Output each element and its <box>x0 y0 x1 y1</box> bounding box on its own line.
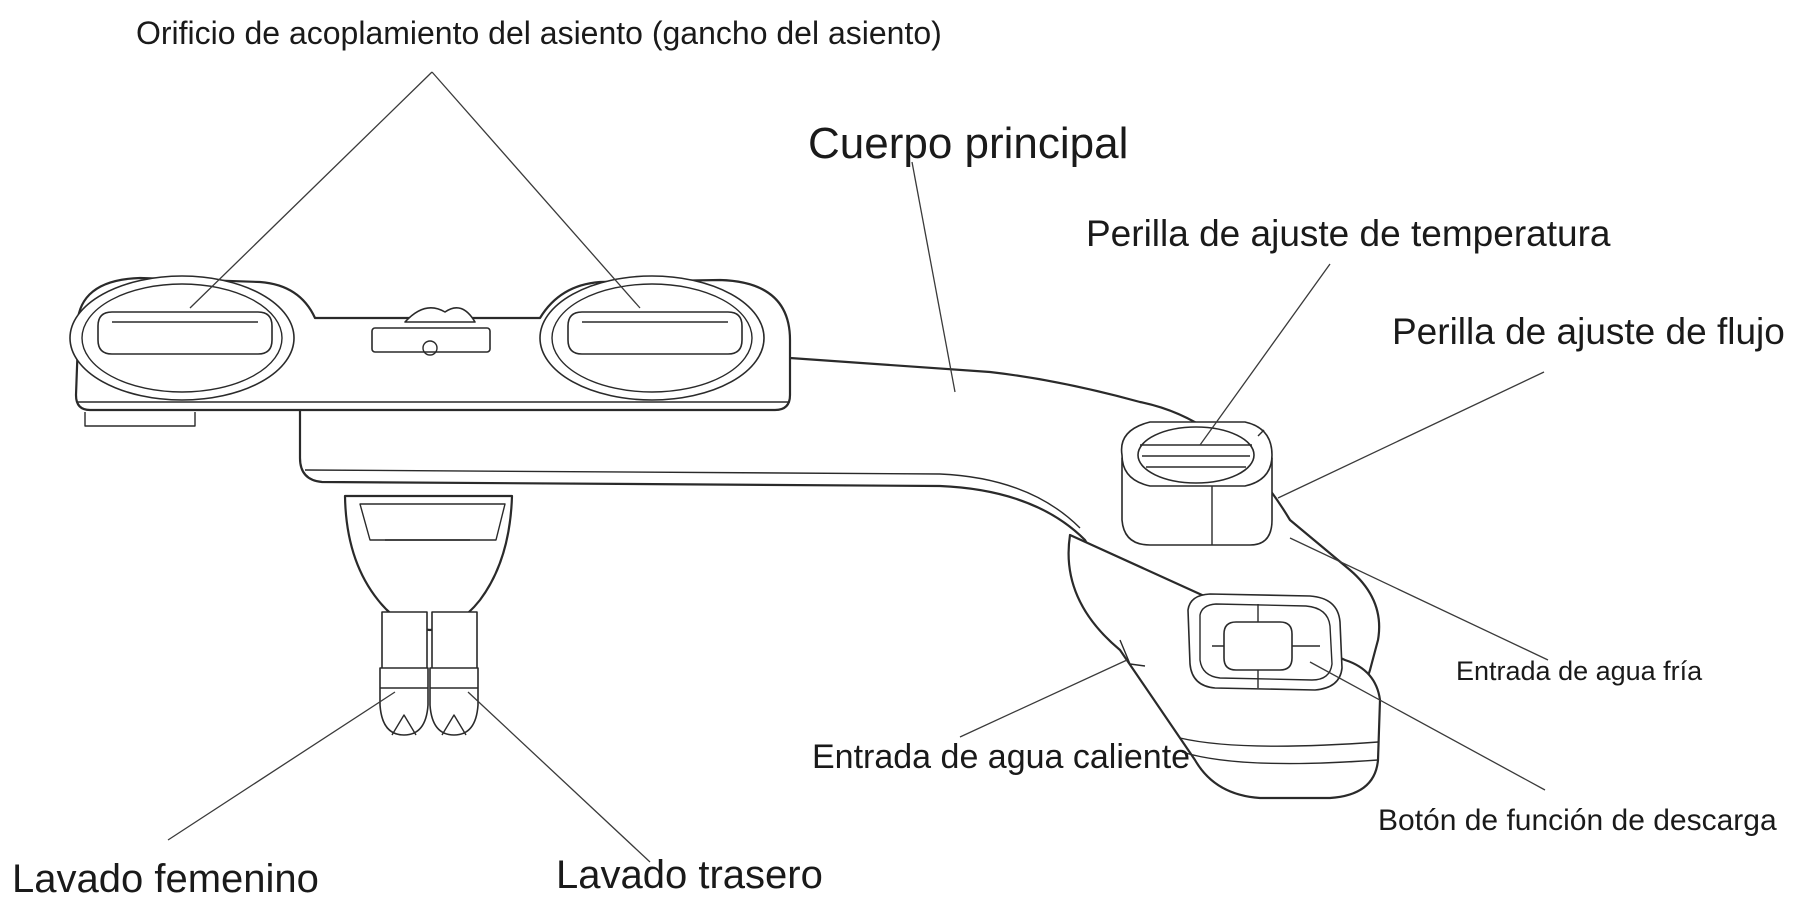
nozzle-assembly <box>343 494 514 736</box>
leader-temp-knob <box>1199 263 1331 446</box>
label-flow-knob: Perilla de ajuste de flujo <box>1392 311 1785 352</box>
leader-seat-hook-right <box>431 71 641 309</box>
leader-main-body <box>911 161 956 393</box>
leader-feminine-wash <box>167 691 396 841</box>
adjustment-knob <box>1120 421 1273 546</box>
seat-hook-right <box>539 275 765 401</box>
label-main-body: Cuerpo principal <box>808 119 1128 168</box>
diagram-labels: Orificio de acoplamiento del asiento (ga… <box>12 15 1785 899</box>
label-feminine-wash: Lavado femenino <box>12 857 319 899</box>
label-hot-inlet: Entrada de agua caliente <box>812 738 1190 776</box>
leader-flush-button <box>1309 661 1546 791</box>
label-seat-hook: Orificio de acoplamiento del asiento (ga… <box>136 15 942 51</box>
label-cold-inlet: Entrada de agua fría <box>1456 656 1703 686</box>
label-temp-knob: Perilla de ajuste de temperatura <box>1086 213 1611 254</box>
label-flush-button: Botón de función de descarga <box>1378 804 1777 837</box>
hot-inlet-nub <box>1119 639 1146 667</box>
label-rear-wash: Lavado trasero <box>556 853 823 897</box>
center-clip <box>371 306 491 356</box>
leader-cold-inlet <box>1289 537 1549 661</box>
leader-seat-hook-left <box>189 71 433 309</box>
leader-lines <box>167 71 1549 863</box>
leader-rear-wash <box>467 691 651 863</box>
bidet-device-drawing <box>69 275 1382 800</box>
leader-hot-inlet <box>959 659 1128 738</box>
flush-button-pad <box>1187 593 1343 691</box>
leader-flow-knob <box>1277 371 1545 499</box>
seat-hook-left <box>69 275 295 401</box>
